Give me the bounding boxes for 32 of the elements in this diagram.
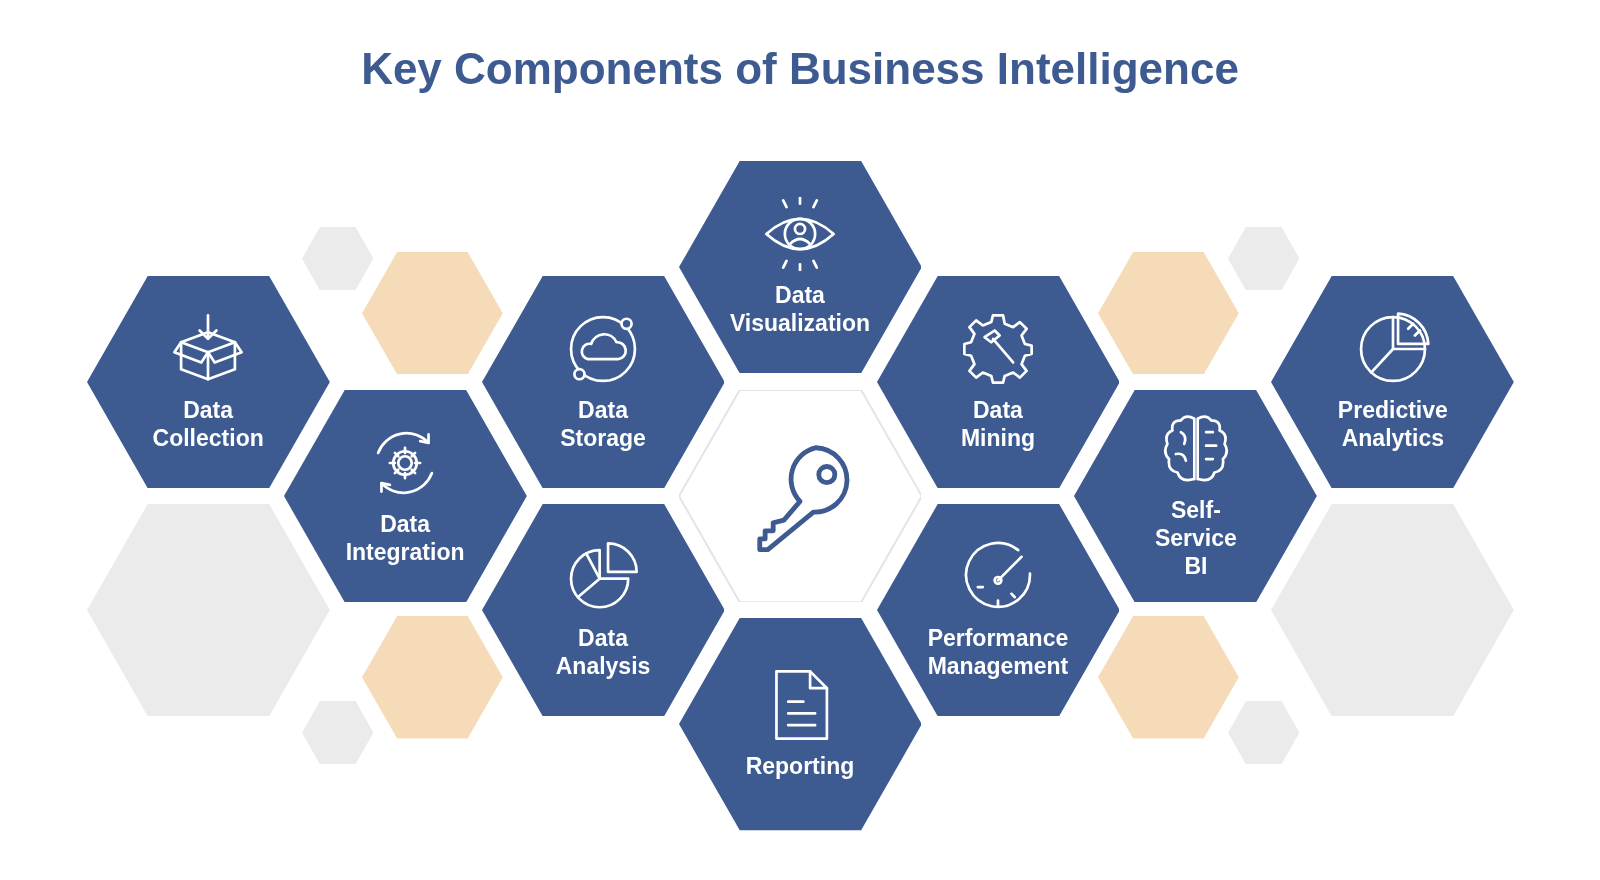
hexagon-tile xyxy=(678,618,922,831)
hexagon-tile xyxy=(1227,701,1299,765)
component-label: Performance Management xyxy=(927,624,1069,681)
hexagon-tile xyxy=(86,504,330,717)
hexagon-tile xyxy=(302,701,374,765)
component-label: Data Storage xyxy=(560,395,646,452)
component-label: Data Integration xyxy=(345,509,465,566)
hexagon-tile xyxy=(1097,252,1239,375)
hexagon-tile xyxy=(876,504,1120,717)
component-label: Data Mining xyxy=(960,395,1035,452)
component-label: Data Analysis xyxy=(555,624,651,681)
hexagon-tile xyxy=(1271,504,1515,717)
hexagon-tile xyxy=(481,504,725,717)
hexagon-tile xyxy=(1227,226,1299,290)
hexagon-tile xyxy=(302,226,374,290)
hexagon-tile xyxy=(481,275,725,488)
key-hexagon xyxy=(678,389,922,602)
title: Key Components of Business Intelligence xyxy=(361,44,1239,94)
hexagon-tile xyxy=(86,275,330,488)
hexagon-tile xyxy=(678,161,922,374)
hexagon-tile xyxy=(876,275,1120,488)
hexagon-tile xyxy=(362,616,504,739)
hexagon-tile xyxy=(1097,616,1239,739)
component-label: Data Visualization xyxy=(729,281,871,338)
hexagon-tile xyxy=(1271,275,1515,488)
component-label: Self-Service BI xyxy=(1154,495,1237,580)
hexagon-tile xyxy=(283,389,527,602)
component-label: Data Collection xyxy=(152,395,264,452)
component-label: Predictive Analytics xyxy=(1337,395,1448,452)
hexagon-tile xyxy=(1074,389,1318,602)
hexagon-tile xyxy=(362,252,504,375)
component-label: Reporting xyxy=(745,752,855,781)
